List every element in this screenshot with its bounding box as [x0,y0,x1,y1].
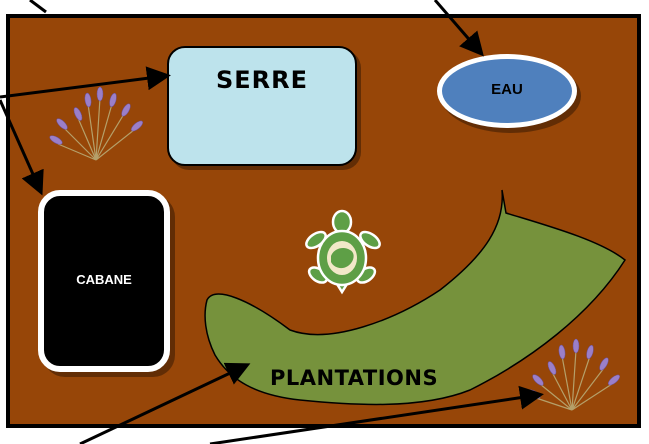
serre-box: SERRE [167,46,357,166]
cabane-label: CABANE [76,272,132,287]
cabane-box: CABANE [38,190,170,372]
eau-pond: EAU [437,54,577,128]
eau-label: EAU [491,81,523,98]
plantations-label: PLANTATIONS [270,366,439,390]
serre-label: SERRE [215,66,309,94]
